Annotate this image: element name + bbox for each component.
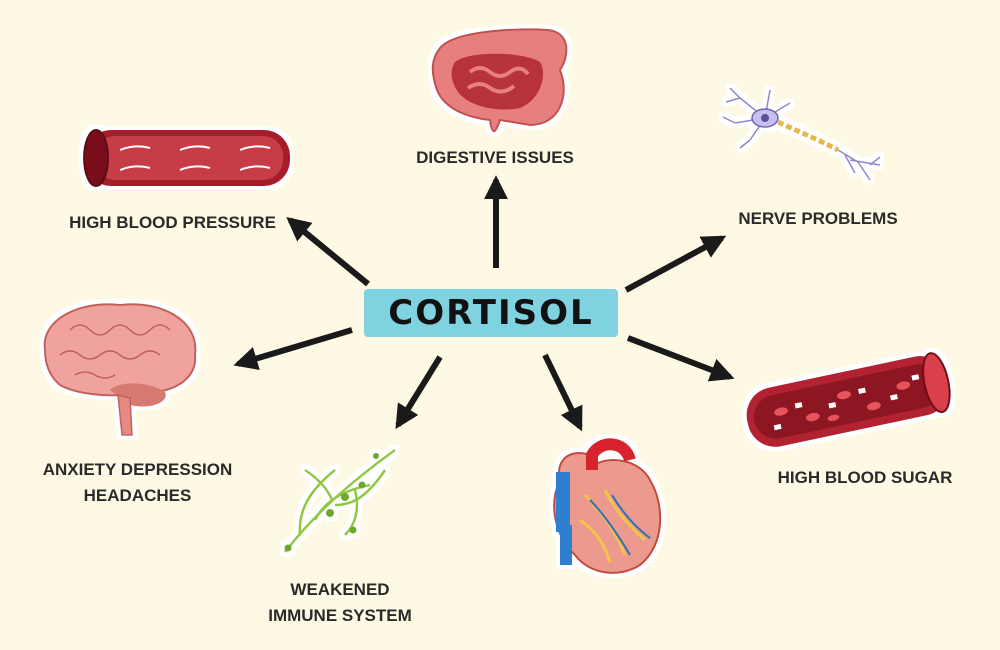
label-high-blood-pressure: HIGH BLOOD PRESSURE [69,213,276,232]
blood-vessel-glucose-icon [746,352,951,447]
neuron-icon [722,87,881,181]
artery-flow-icon [83,129,290,187]
center-node-cortisol: CORTISOL [364,289,618,337]
label-high-blood-sugar: HIGH BLOOD SUGAR [777,468,953,487]
label-weakened-immune-system: WEAKENED IMMUNE SYSTEM [268,580,412,625]
center-label: CORTISOL [388,293,594,333]
intestine-icon [431,28,568,133]
arrow-to-blood-pressure [286,216,370,287]
arrow-to-nerve [624,235,727,293]
heart-icon [553,438,662,574]
label-nerve-problems: NERVE PROBLEMS [738,209,898,228]
lymph-vessels-icon [284,448,396,553]
brain-icon [43,303,197,436]
arrow-to-immune [395,355,443,430]
arrow-to-blood-sugar [626,335,735,382]
label-anxiety-depression-headaches: ANXIETY DEPRESSION HEADACHES [42,460,233,505]
arrow-to-heart [542,353,583,432]
label-digestive-issues: DIGESTIVE ISSUES [416,148,574,167]
arrow-to-anxiety [233,327,353,371]
